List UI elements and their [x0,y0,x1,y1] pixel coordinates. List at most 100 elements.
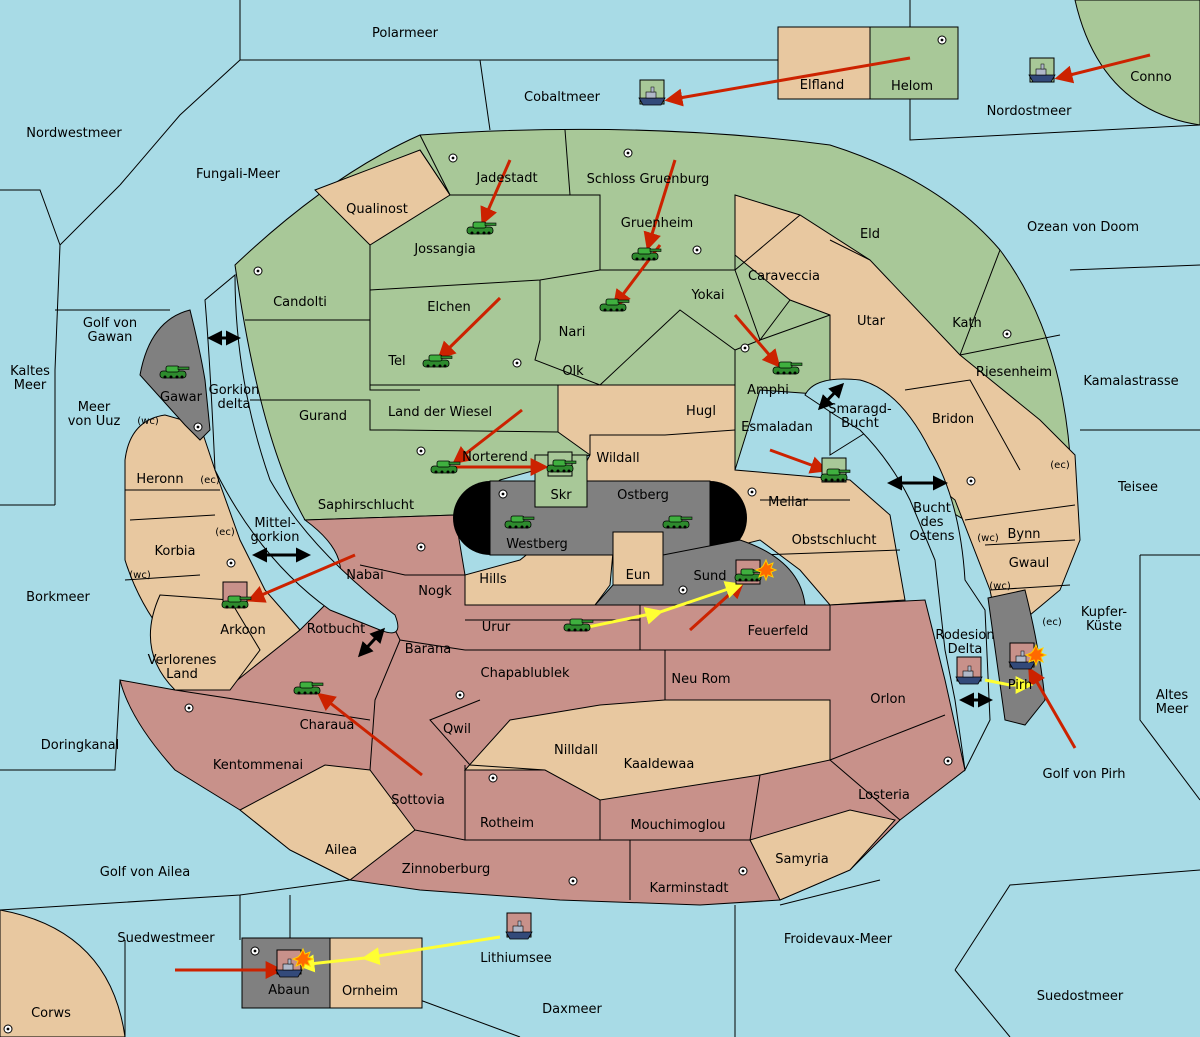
label-charaua: Charaua [300,718,355,733]
label-gwaul: Gwaul [1009,556,1050,571]
connection-arrow [357,627,386,658]
order-arrow [1028,666,1077,749]
label-urur: Urur [482,620,511,635]
label-elchen: Elchen [427,300,470,315]
supply-center-core [451,156,455,160]
label-rotheim: Rotheim [480,816,534,831]
explosions [291,558,1048,971]
label-arkoon: Arkoon [220,623,265,638]
explosion-icon [754,558,778,582]
supply-center-core [946,759,950,763]
supply-center-core [626,151,630,155]
label-samyria: Samyria [775,852,829,867]
supply-center-core [6,1027,10,1031]
supply-center-core [419,545,423,549]
land-elfland[interactable] [777,26,871,100]
label-mellar: Mellar [768,495,808,510]
label-kentommenai: Kentommenai [213,758,303,773]
order-arrow [733,314,781,368]
label-tel: Tel [387,354,405,369]
label-bucht: Bucht [913,501,951,516]
label-korbia: Korbia [154,544,195,559]
coast-tag: (ec) [1050,460,1070,471]
label-orlon: Orlon [870,692,905,707]
label-nari: Nari [559,325,586,340]
order-arrow [664,56,911,107]
label-altes: Altes [1156,688,1189,703]
land-corws[interactable] [0,909,126,1037]
label-rodesion: Rodesion [935,628,994,643]
orders [175,53,1151,979]
supply-center-core [196,425,200,429]
label-hills: Hills [479,572,507,587]
label-kath: Kath [952,316,982,331]
label-jadestadt: Jadestadt [475,171,537,186]
label-chapablublek: Chapablublek [481,666,570,681]
label-eun: Eun [626,568,651,583]
label-kaaldewaa: Kaaldewaa [624,757,695,772]
supply-center-core [458,693,462,697]
coast-tag: (wc) [137,416,159,427]
label-meer-uuz-2: von Uuz [68,414,121,429]
label-bucht-3: Ostens [909,529,954,544]
label-teisee: Teisee [1117,480,1158,495]
label-conno: Conno [1130,70,1172,85]
label-fungali: Fungali-Meer [196,167,281,182]
label-mittelgorkion: Mittel- [254,516,296,531]
label-ornheim: Ornheim [342,984,398,999]
land-samyria[interactable] [749,809,896,901]
label-obstschlucht: Obstschlucht [792,533,877,548]
supply-center-core [491,776,495,780]
label-mouchimoglou: Mouchimoglou [630,818,725,833]
supply-center-core [1005,332,1009,336]
label-nogk: Nogk [418,584,452,599]
order-arrow [317,692,423,777]
label-utar: Utar [857,314,886,329]
label-ailea: Ailea [325,843,357,858]
label-verlorenes: Verlorenes [148,653,217,668]
label-doringkanal: Doringkanal [41,738,120,753]
land-conno[interactable] [1074,0,1200,126]
land-eun[interactable] [612,531,664,586]
label-rotbucht: Rotbucht [307,622,365,637]
supply-center-core [940,38,944,42]
label-altes-2: Meer [1156,702,1189,717]
label-losteria: Losteria [858,788,910,803]
label-bridon: Bridon [932,412,974,427]
supply-center-core [229,561,233,565]
label-karminstadt: Karminstadt [649,881,728,896]
label-nilldall: Nilldall [554,743,598,758]
label-suedwestmeer: Suedwestmeer [117,931,215,946]
label-saphirschlucht: Saphirschlucht [318,498,414,513]
label-sottovia: Sottovia [391,793,445,808]
label-meer-uuz: Meer [78,400,111,415]
supply-center-core [253,949,257,953]
label-nabai: Nabai [346,568,384,583]
supply-centers [3,35,1012,1034]
label-hugl: Hugl [686,404,716,419]
order-arrow [246,553,356,603]
label-zinnoberburg: Zinnoberburg [402,862,490,877]
supply-center-core [695,248,699,252]
coast-tag: (wc) [129,570,151,581]
label-borkmeer: Borkmeer [26,590,90,605]
label-helom: Helom [891,79,933,94]
supply-center-core [750,490,754,494]
label-sund: Sund [694,569,727,584]
order-arrow [480,159,512,226]
label-froidevaux: Froidevaux-Meer [784,932,893,947]
label-neu-rom: Neu Rom [671,672,730,687]
supply-center-core [571,879,575,883]
label-mittelgorkion-2: gorkion [251,530,300,545]
label-yokai: Yokai [690,288,724,303]
land-verlorenes[interactable] [149,594,261,691]
coast-tag: (wc) [977,533,999,544]
label-nordwestmeer: Nordwestmeer [26,126,122,141]
coast-tag: (ec) [215,527,235,538]
supply-center-core [741,869,745,873]
label-jossangia: Jossangia [413,242,475,257]
order-arrow [1054,53,1151,84]
label-feuerfeld: Feuerfeld [748,624,809,639]
label-golf-gawan-2: Gawan [88,330,133,345]
label-ozean-doom: Ozean von Doom [1027,220,1139,235]
